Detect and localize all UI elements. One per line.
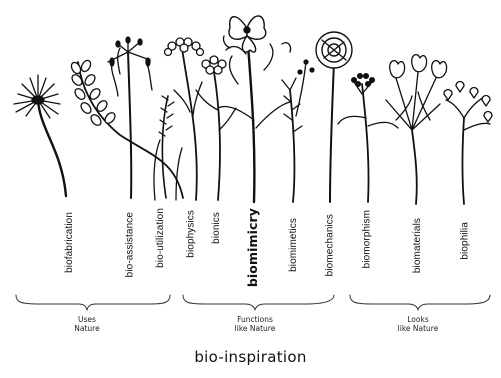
brace-uses-nature bbox=[16, 295, 170, 310]
large-blossom-icon bbox=[218, 16, 291, 202]
brace-looks-like-nature bbox=[350, 295, 490, 310]
umbel-flower-icon bbox=[165, 38, 204, 200]
slender-sprig-icon bbox=[282, 60, 314, 202]
yarrow-flower-icon bbox=[338, 74, 398, 202]
brace-functions-like-nature bbox=[183, 295, 334, 310]
group-label-looks-like-nature: Looks like Nature bbox=[378, 316, 458, 333]
spiky-flower-icon bbox=[14, 75, 66, 196]
tulip-bouquet-icon bbox=[386, 55, 447, 204]
grass-spike-icon bbox=[108, 37, 182, 200]
diagram-title: bio-inspiration bbox=[0, 348, 501, 366]
group-braces bbox=[16, 295, 490, 310]
group-label-uses-nature: Uses Nature bbox=[47, 316, 127, 333]
round-cluster-flower-icon bbox=[196, 56, 236, 200]
bluebell-flower-icon bbox=[444, 82, 492, 205]
group-label-functions-like-nature: Functions like Nature bbox=[215, 316, 295, 333]
leafy-vine-icon bbox=[70, 59, 183, 198]
